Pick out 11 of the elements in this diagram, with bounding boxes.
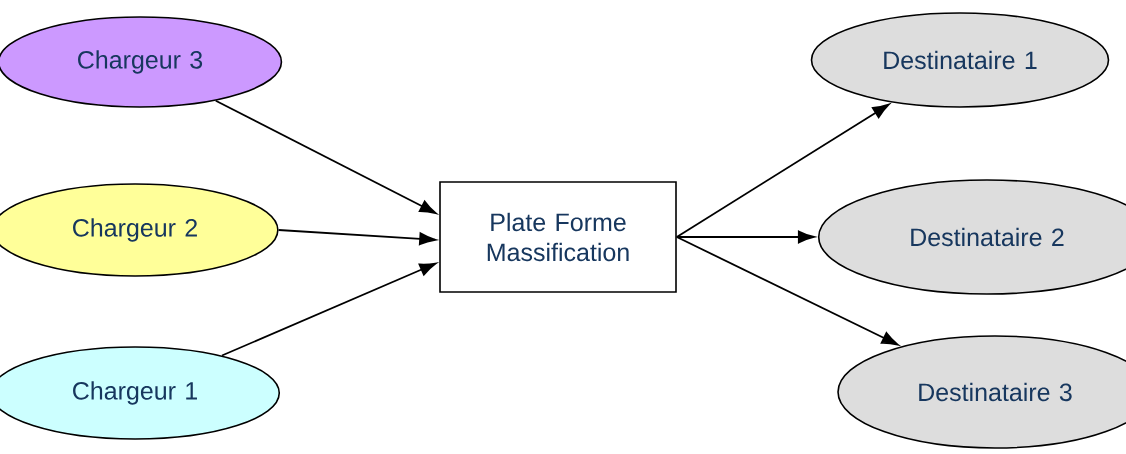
arrow (221, 262, 437, 357)
ellipse-node: Destinataire 2 (817, 179, 1126, 295)
process-box: Plate Forme Massification (439, 181, 677, 293)
ellipse-node: Destinataire 3 (837, 335, 1126, 449)
arrow (675, 230, 815, 244)
arrow (675, 103, 890, 238)
ellipse-node: Chargeur 1 (0, 346, 281, 440)
arrow (675, 236, 899, 346)
arrow (277, 229, 437, 246)
ellipse-node: Destinataire 1 (810, 12, 1110, 108)
arrow (214, 99, 437, 215)
